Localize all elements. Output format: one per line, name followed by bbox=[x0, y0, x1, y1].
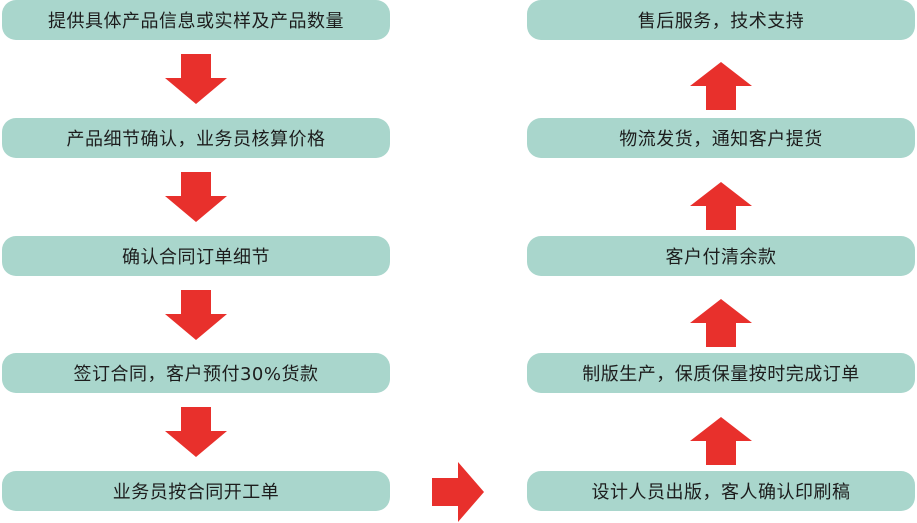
arrow-up-icon bbox=[690, 299, 752, 347]
step-3-label: 确认合同订单细节 bbox=[122, 247, 270, 268]
arrow-down-icon bbox=[165, 290, 227, 340]
step-10-label: 售后服务，技术支持 bbox=[637, 11, 805, 32]
step-1-label: 提供具体产品信息或实样及产品数量 bbox=[48, 11, 344, 32]
arrow-up-icon bbox=[690, 417, 752, 465]
arrow-down-icon bbox=[165, 407, 227, 457]
step-4-box: 签订合同，客户预付30%货款 bbox=[2, 353, 390, 393]
arrow-down-icon bbox=[165, 172, 227, 222]
arrow-up-icon bbox=[690, 182, 752, 230]
step-3-box: 确认合同订单细节 bbox=[2, 236, 390, 276]
step-1-box: 提供具体产品信息或实样及产品数量 bbox=[2, 0, 390, 40]
step-7-label: 制版生产，保质保量按时完成订单 bbox=[582, 364, 860, 385]
step-4-label: 签订合同，客户预付30%货款 bbox=[73, 364, 319, 385]
arrow-up-icon bbox=[690, 62, 752, 110]
step-10-box: 售后服务，技术支持 bbox=[527, 0, 915, 40]
step-2-box: 产品细节确认，业务员核算价格 bbox=[2, 118, 390, 158]
step-9-box: 物流发货，通知客户提货 bbox=[527, 118, 915, 158]
step-9-label: 物流发货，通知客户提货 bbox=[619, 129, 823, 150]
step-6-label: 设计人员出版，客人确认印刷稿 bbox=[591, 482, 851, 503]
step-5-label: 业务员按合同开工单 bbox=[112, 482, 280, 503]
arrow-right-icon bbox=[432, 462, 484, 522]
step-6-box: 设计人员出版，客人确认印刷稿 bbox=[527, 471, 915, 511]
step-8-box: 客户付清余款 bbox=[527, 236, 915, 276]
step-2-label: 产品细节确认，业务员核算价格 bbox=[66, 129, 326, 150]
step-8-label: 客户付清余款 bbox=[665, 247, 777, 268]
step-5-box: 业务员按合同开工单 bbox=[2, 471, 390, 511]
arrow-down-icon bbox=[165, 54, 227, 104]
step-7-box: 制版生产，保质保量按时完成订单 bbox=[527, 353, 915, 393]
